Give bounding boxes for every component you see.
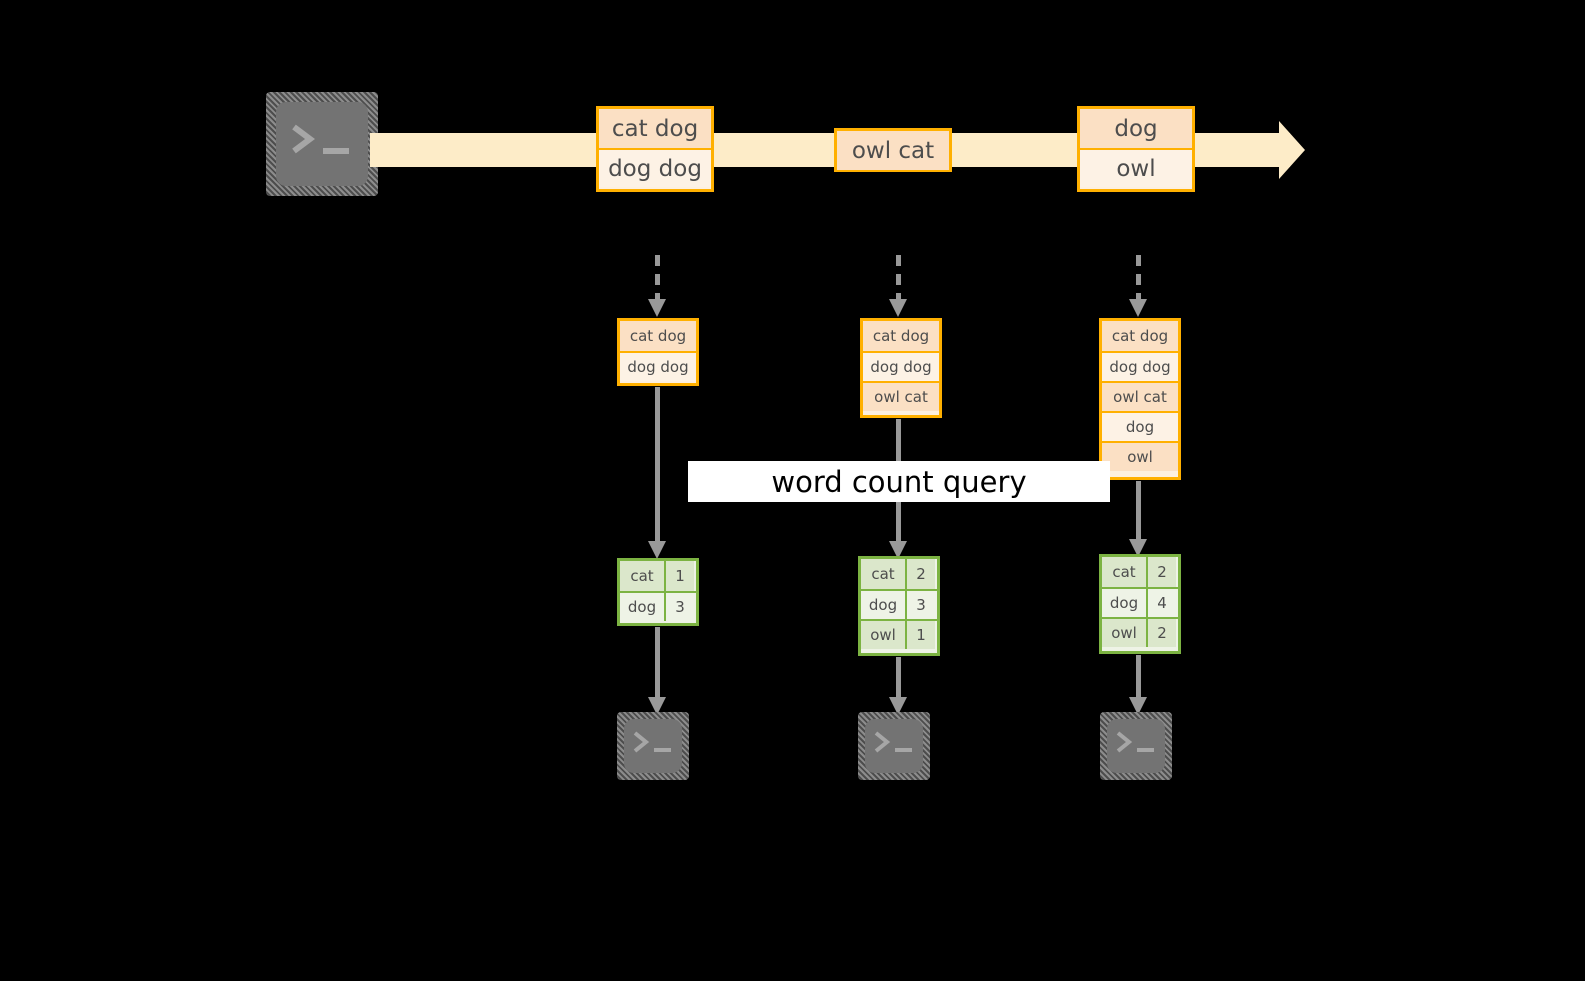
result-count: 2 (905, 559, 935, 589)
result-row: cat 2 (1102, 557, 1178, 587)
result-word: dog (620, 593, 664, 621)
source-terminal-icon (266, 92, 378, 196)
snapshot-3-sink-terminal-icon (1100, 712, 1172, 780)
stream-arrowhead-icon (1279, 121, 1305, 179)
snapshot-2-input-table: cat dog dog dog owl cat (860, 318, 942, 418)
snapshot-input-event: dog dog (620, 351, 696, 381)
terminal-screen (865, 719, 923, 773)
snapshot-input-event: owl (1102, 441, 1178, 471)
prompt-underscore-icon (895, 747, 915, 754)
result-row: owl 1 (861, 619, 937, 649)
snapshot-2-sink-terminal-icon (858, 712, 930, 780)
result-count: 2 (1146, 619, 1176, 647)
result-word: owl (1102, 619, 1146, 647)
sink-connector-3 (1129, 655, 1147, 715)
stream-event-group-3: dog owl (1077, 106, 1195, 192)
snapshot-3-input-table: cat dog dog dog owl cat dog owl (1099, 318, 1181, 480)
query-connector-1 (648, 387, 666, 559)
result-row: cat 2 (861, 559, 937, 589)
dashed-connector-3 (1129, 255, 1147, 317)
result-count: 1 (905, 621, 935, 649)
prompt-chevron-icon (632, 731, 652, 753)
result-row: dog 3 (620, 591, 696, 621)
result-row: dog 4 (1102, 587, 1178, 617)
snapshot-input-event: dog dog (863, 351, 939, 381)
snapshot-input-event: owl cat (1102, 381, 1178, 411)
prompt-underscore-icon (323, 146, 353, 156)
result-count: 1 (664, 561, 694, 591)
result-count: 2 (1146, 557, 1176, 587)
snapshot-1-result-table: cat 1 dog 3 (617, 558, 699, 626)
result-word: cat (620, 561, 664, 591)
sink-connector-1 (648, 627, 666, 715)
prompt-underscore-icon (1137, 747, 1157, 754)
result-word: cat (861, 559, 905, 589)
query-connector-3 (1129, 481, 1147, 557)
result-row: owl 2 (1102, 617, 1178, 647)
prompt-chevron-icon (290, 124, 318, 154)
terminal-screen (276, 102, 368, 186)
snapshot-2-result-table: cat 2 dog 3 owl 1 (858, 556, 940, 656)
stream-event: owl (1080, 148, 1192, 187)
result-row: dog 3 (861, 589, 937, 619)
sink-connector-2 (889, 657, 907, 715)
stream-event: owl cat (837, 131, 949, 170)
dashed-connector-1 (648, 255, 666, 317)
result-word: owl (861, 621, 905, 649)
prompt-chevron-icon (1115, 731, 1135, 753)
stream-event: cat dog (599, 109, 711, 148)
result-word: dog (861, 591, 905, 619)
snapshot-3-result-table: cat 2 dog 4 owl 2 (1099, 554, 1181, 654)
result-row: cat 1 (620, 561, 696, 591)
query-label-banner: word count query (688, 461, 1110, 502)
snapshot-input-event: owl cat (863, 381, 939, 411)
result-count: 4 (1146, 589, 1176, 617)
prompt-underscore-icon (654, 747, 674, 754)
result-count: 3 (664, 593, 694, 621)
snapshot-input-event: cat dog (1102, 321, 1178, 351)
query-label-text: word count query (771, 464, 1027, 499)
stream-event: dog dog (599, 148, 711, 187)
snapshot-input-event: cat dog (620, 321, 696, 351)
terminal-screen (1107, 719, 1165, 773)
snapshot-1-sink-terminal-icon (617, 712, 689, 780)
terminal-screen (624, 719, 682, 773)
prompt-chevron-icon (873, 731, 893, 753)
result-word: cat (1102, 557, 1146, 587)
stream-event-group-1: cat dog dog dog (596, 106, 714, 192)
snapshot-input-event: cat dog (863, 321, 939, 351)
result-count: 3 (905, 591, 935, 619)
dashed-connector-2 (889, 255, 907, 317)
stream-event: dog (1080, 109, 1192, 148)
result-word: dog (1102, 589, 1146, 617)
snapshot-input-event: dog (1102, 411, 1178, 441)
snapshot-1-input-table: cat dog dog dog (617, 318, 699, 386)
stream-event-group-2: owl cat (834, 128, 952, 172)
snapshot-input-event: dog dog (1102, 351, 1178, 381)
